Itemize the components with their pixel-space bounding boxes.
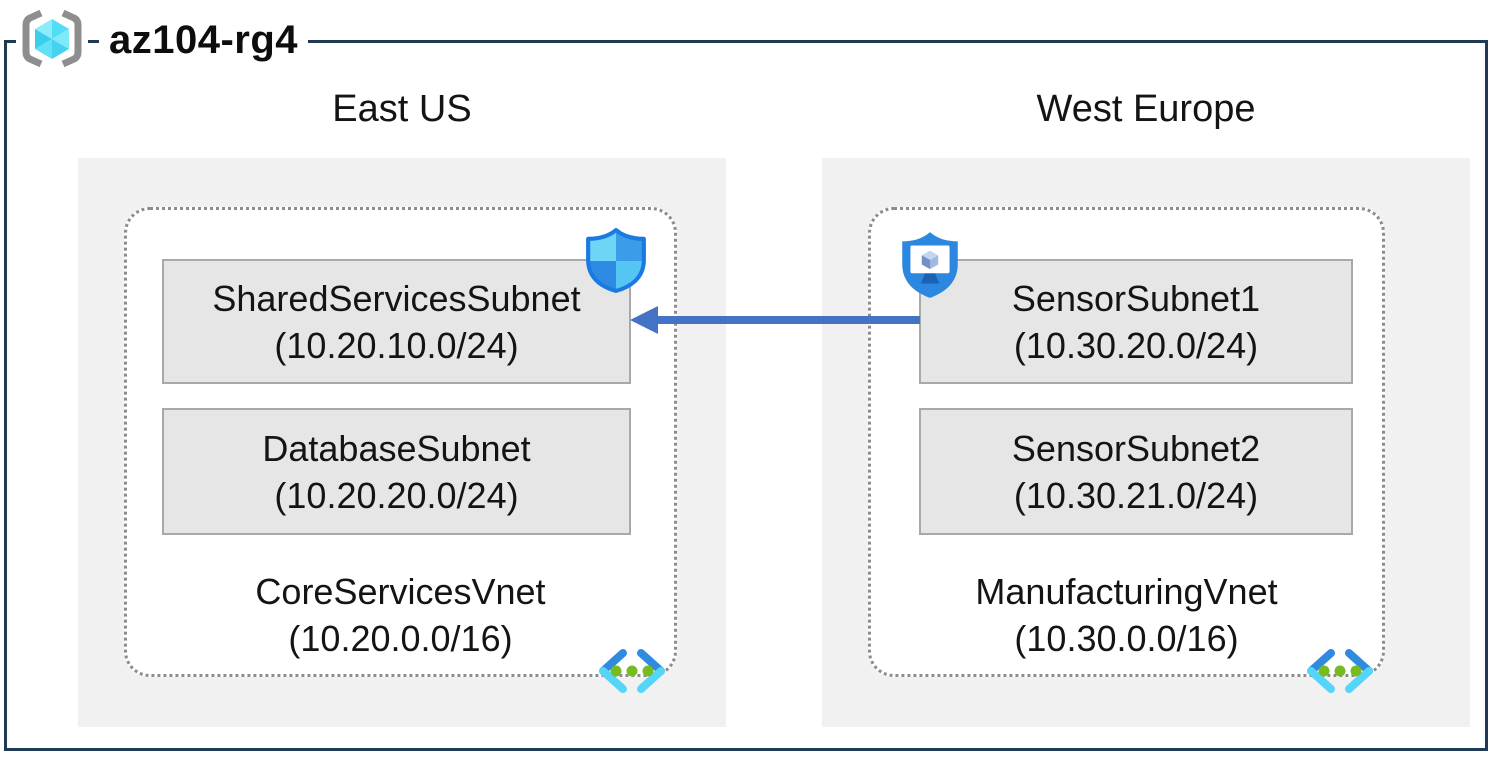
arrowhead-left xyxy=(630,306,658,334)
cube-glyph xyxy=(921,250,939,270)
subnet-cidr: (10.30.21.0/24) xyxy=(1013,474,1259,516)
subnet-name: SensorSubnet1 xyxy=(1011,277,1261,319)
resource-group-icon-svg xyxy=(22,9,82,68)
vnet-label-core-services: CoreServicesVnet (10.20.0.0/16) xyxy=(127,568,674,662)
vnet-label-manufacturing: ManufacturingVnet (10.30.0.0/16) xyxy=(871,568,1382,662)
region-label-west-europe: West Europe xyxy=(1036,88,1256,130)
subnet-sensor-1: SensorSubnet1 (10.30.20.0/24) xyxy=(919,259,1353,384)
cube-glyph xyxy=(35,19,69,59)
subnet-cidr: (10.20.20.0/24) xyxy=(274,474,519,516)
subnet-database: DatabaseSubnet (10.20.20.0/24) xyxy=(162,408,631,535)
region-label-east-us: East US xyxy=(332,88,472,130)
security-monitor-shield-icon xyxy=(902,232,958,298)
virtual-network-icon xyxy=(599,649,665,693)
nsg-shield-icon xyxy=(586,228,646,293)
subnet-name: SensorSubnet2 xyxy=(1011,427,1261,469)
virtual-network-icon xyxy=(1307,649,1373,693)
subnet-name: DatabaseSubnet xyxy=(262,427,531,469)
resource-group-icon xyxy=(16,8,88,70)
subnet-sensor-2: SensorSubnet2 (10.30.21.0/24) xyxy=(919,408,1353,535)
vnet-name: CoreServicesVnet xyxy=(255,571,546,612)
vnet-core-services: SharedServicesSubnet (10.20.10.0/24) Dat… xyxy=(124,207,677,693)
subnet-name: SharedServicesSubnet xyxy=(212,277,581,319)
peering-arrow xyxy=(630,306,920,334)
region-east-us: SharedServicesSubnet (10.20.10.0/24) Dat… xyxy=(78,158,726,727)
region-west-europe: SensorSubnet1 (10.30.20.0/24) SensorSubn… xyxy=(822,158,1470,727)
vnet-manufacturing: SensorSubnet1 (10.30.20.0/24) SensorSubn… xyxy=(868,207,1385,693)
resource-group-title: az104-rg4 xyxy=(99,14,309,66)
vnet-name: ManufacturingVnet xyxy=(975,571,1278,612)
subnet-shared-services: SharedServicesSubnet (10.20.10.0/24) xyxy=(162,259,631,384)
subnet-cidr: (10.30.20.0/24) xyxy=(1013,324,1259,366)
vnet-cidr: (10.20.0.0/16) xyxy=(288,618,513,659)
vnet-cidr: (10.30.0.0/16) xyxy=(1014,618,1239,659)
subnet-cidr: (10.20.10.0/24) xyxy=(274,324,519,366)
